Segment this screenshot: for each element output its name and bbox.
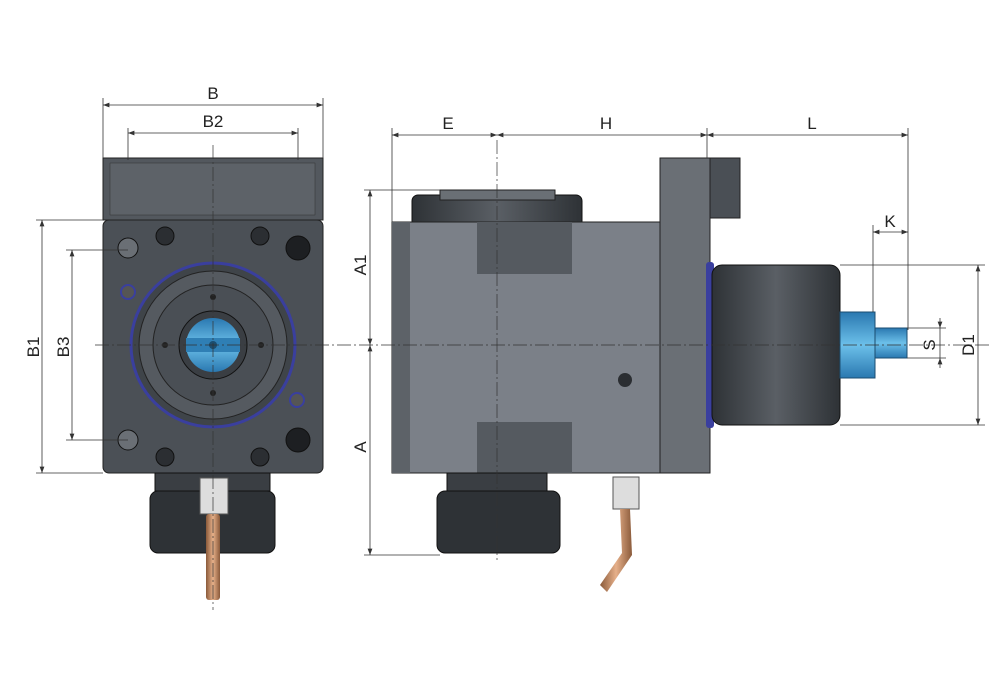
label-D1: D1 <box>959 334 978 356</box>
label-L: L <box>807 114 816 133</box>
screw-icons <box>117 226 311 467</box>
center-lines <box>95 140 990 610</box>
label-A1: A1 <box>351 255 370 276</box>
label-K: K <box>884 212 896 231</box>
label-B: B <box>207 84 218 103</box>
label-E: E <box>442 114 453 133</box>
side-view <box>391 157 908 592</box>
label-H: H <box>600 114 612 133</box>
label-S: S <box>920 339 939 350</box>
label-A: A <box>351 441 370 453</box>
dimension-lines <box>36 98 985 556</box>
label-B1: B1 <box>24 337 43 358</box>
label-B2: B2 <box>203 112 224 131</box>
label-B3: B3 <box>54 337 73 358</box>
